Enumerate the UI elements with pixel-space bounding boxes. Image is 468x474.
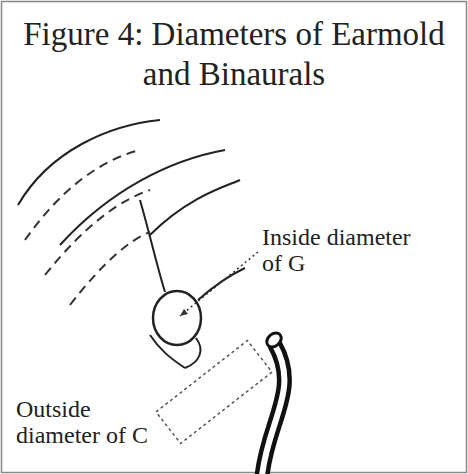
- part-label: Inside diameter of G: [262, 224, 430, 276]
- part-label: Outside diameter of C: [16, 396, 176, 448]
- figure-title: Figure 4: Diameters of Earmold and Binau…: [10, 14, 458, 94]
